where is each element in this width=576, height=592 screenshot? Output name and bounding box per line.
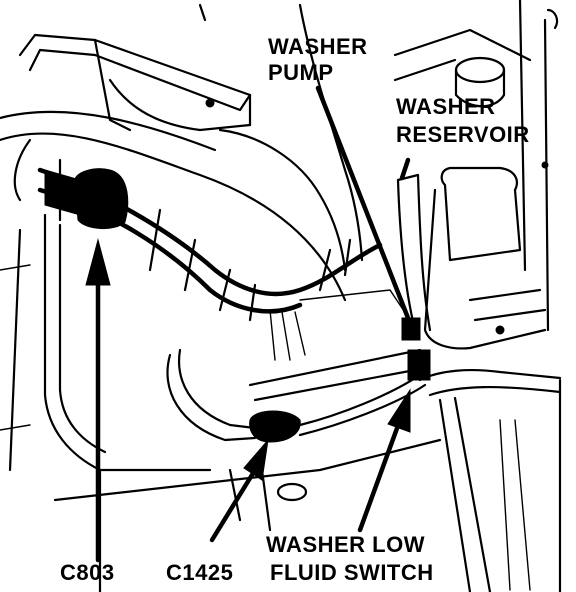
label-washer-reservoir-line2: RESERVOIR (396, 122, 530, 147)
arrow-washer-reservoir (399, 157, 411, 181)
arrow-washer-low-fluid-switch (357, 388, 411, 533)
strut-tower (198, 3, 364, 272)
connector-c1425-body (249, 410, 301, 443)
washer-reservoir (393, 0, 559, 350)
lower-frame (228, 368, 562, 592)
label-washer-low-line2: FLUID SWITCH (270, 560, 434, 585)
fender-outline (0, 110, 442, 592)
arrow-c1425 (209, 438, 269, 543)
washer-pump-connector (401, 317, 431, 381)
label-washer-pump-line1: WASHER (268, 34, 368, 59)
connector-c803-body (44, 168, 129, 229)
arrow-c803 (85, 238, 111, 563)
label-c803: C803 (60, 560, 115, 585)
label-washer-reservoir-line1: WASHER (396, 94, 496, 119)
label-c1425: C1425 (166, 560, 233, 585)
hood-bracket (13, 33, 252, 202)
label-washer-low-line1: WASHER LOW (266, 532, 425, 557)
lower-wiring (166, 348, 427, 442)
label-washer-pump-line2: PUMP (268, 60, 334, 85)
arrow-washer-pump (315, 85, 411, 321)
